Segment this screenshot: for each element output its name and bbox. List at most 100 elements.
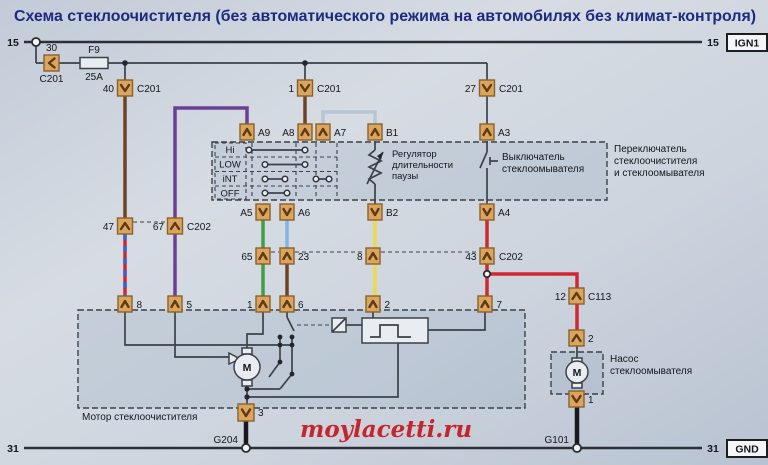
pin8-mid-label: 8 [357,252,363,263]
pin-box [255,203,271,221]
junction-dot-fuse-40 [122,60,128,66]
washer-switch-blade [479,151,488,169]
pulse-timer-box [361,317,429,344]
chevron-down-icon [282,207,292,217]
chevron-up-icon [300,127,310,137]
chevron-up-icon [482,127,492,137]
motor-pin3-label: 3 [258,408,264,419]
pin-a3-label: A3 [498,128,511,139]
contact-int-a6 [281,175,289,183]
pin47-label: 47 [103,222,115,233]
gnd-tag-label: GND [735,444,759,456]
ground-g101-label: G101 [545,435,570,446]
chevron-up-icon [119,221,131,231]
connector-motor-8 [117,295,133,313]
connector-a4 [479,203,495,221]
chevron-down-icon [240,408,252,418]
chevron-left-icon [47,57,56,69]
pin43-label: 43 [465,252,477,263]
contact-low-a8 [301,160,309,168]
pin-box [166,217,184,235]
pin-box [568,390,585,408]
pin27-connector-label: C201 [499,84,523,95]
washer-switch-label-line2: стеклоомывателя [502,164,584,175]
connector-30-c201 [43,54,60,72]
regulator-label-line3: паузы [392,171,418,182]
ign1-tag-label: IGN1 [735,38,760,50]
park-blade-right [279,373,293,390]
combo-switch-label-line2: стеклоочистителя [614,156,697,167]
junction-circle-43 [482,269,492,279]
connector-23 [279,247,295,265]
chevron-down-icon [299,83,311,93]
connector-47 [116,217,134,235]
pin43-connector-label: C202 [499,252,523,263]
connector-27-c201 [478,79,496,97]
connector-a3 [479,123,495,141]
wiper-motor-letter: M [243,362,252,374]
pin-a4-label: A4 [498,208,511,219]
chevron-up-icon [368,251,378,261]
contact-int-a5 [261,175,269,183]
wire-jumper-a7-b1 [321,110,377,125]
pin-box [239,123,255,141]
regulator-label-line1: Регулятор [392,149,437,160]
chevron-up-icon [258,299,268,309]
motor-wire-from-5 [174,312,234,358]
chevron-up-icon [482,251,492,261]
wire-red-branch-to-pump [487,272,579,289]
motor-terminal-top [241,347,253,355]
contact-int-a7a [312,175,320,183]
connector-a5 [255,203,271,221]
junction-dot [289,334,295,340]
washer-pump-letter: M [573,367,582,379]
connector-motor-1 [255,295,271,313]
pin12-connector-label: C113 [588,292,612,303]
motor-terminal-bottom [241,379,253,387]
pin30-connector-label: C201 [40,74,64,85]
pin-a5-label: A5 [240,208,253,219]
connector-b2 [367,203,383,221]
pin27-label: 27 [465,84,477,95]
connector-40-c201 [116,79,134,97]
fuse-f9-symbol [79,56,109,70]
pin-box [279,203,295,221]
connector-a6 [279,203,295,221]
connector-motor-7 [477,295,493,313]
pin-box [255,295,271,313]
rail-31-label-left: 31 [7,443,19,455]
motor-pin6-label: 6 [298,300,304,311]
motor-pin5-label: 5 [187,300,193,311]
pin-a7-label: A7 [334,128,347,139]
chevron-up-icon [370,127,380,137]
junction-dot [289,342,295,348]
chevron-up-icon [571,333,582,343]
wiper-motor-label: Мотор стеклоочистителя [82,412,197,423]
pin-box [479,247,495,265]
chevron-up-icon [282,299,292,309]
ground-node-g101 [572,443,582,453]
contact-int-a7b [325,175,333,183]
pulse-box-return-line [247,343,399,398]
pump-pin1-label: 1 [588,395,594,406]
motor-wire-from-1 [246,312,264,352]
fuse-name-label: F9 [88,45,100,56]
motor-pin2-label: 2 [385,300,391,311]
connector-8-mid [365,247,381,265]
contact-off-a6 [283,189,291,197]
motor-pin8-label: 8 [137,300,143,311]
washer-switch-label-line1: Выключатель [502,152,565,163]
connector-a9 [239,123,255,141]
motor-pin1-label: 1 [247,300,253,311]
washer-pump-label-line1: Насос [610,354,638,365]
pin40-label: 40 [103,84,115,95]
wiper-motor-box [77,309,526,409]
chevron-down-icon [119,83,131,93]
pin-box [479,123,495,141]
pin40-connector-label: C201 [137,84,161,95]
pin-box [296,79,314,97]
chevron-up-icon [120,299,130,309]
ground-node-g204 [241,443,251,453]
contact-off-a5 [261,189,269,197]
chevron-up-icon [258,251,268,261]
